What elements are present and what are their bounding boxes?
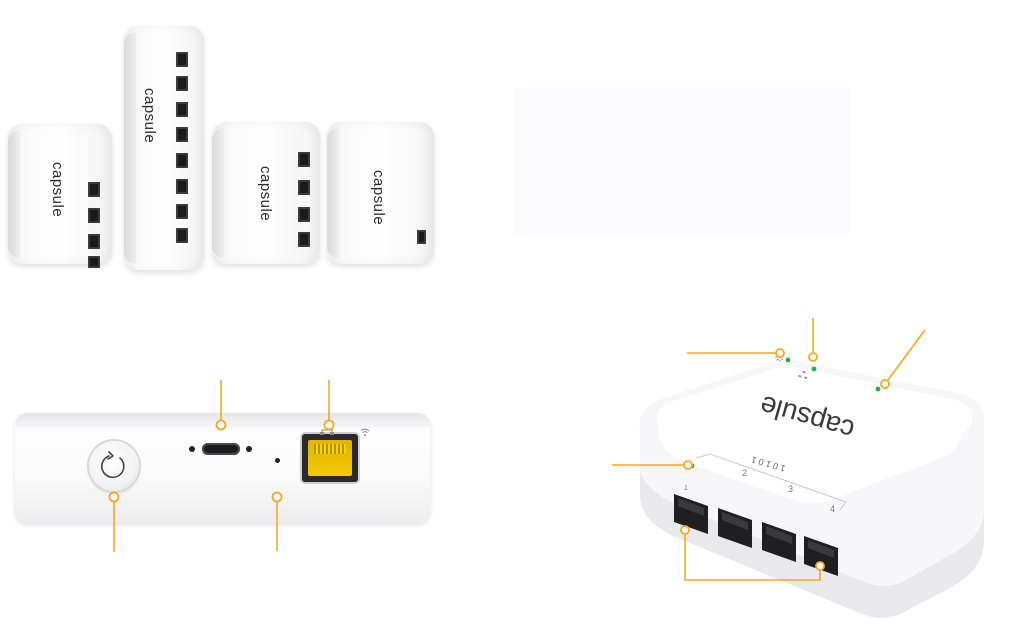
led-indicator-right [246, 446, 252, 452]
reset-pinhole [275, 458, 280, 463]
led-indicator-left [189, 446, 195, 452]
reset-arrow-icon [101, 451, 125, 479]
brand-label: capsule [141, 88, 158, 144]
led-port-status [689, 463, 695, 469]
port-number-1-label: 1 [684, 485, 688, 492]
front-view-device [15, 413, 430, 523]
usb-c-port [202, 443, 240, 455]
capsule-8port-switch: capsule [124, 26, 204, 270]
network-icon [320, 424, 334, 435]
brand-label: capsule [257, 166, 274, 222]
front-view-top-edge [15, 413, 430, 427]
network-icon [798, 370, 808, 380]
port-number-4-label: 4 [830, 504, 835, 514]
port-number-3-label: 3 [788, 484, 793, 494]
device-family-photo: capsule capsule capsule capsule [0, 0, 460, 290]
reset-button[interactable] [89, 441, 139, 491]
caption-panel [514, 88, 849, 235]
ethernet-port-1 [674, 494, 708, 534]
capsule-4port-switch: capsule [8, 124, 112, 268]
capsule-1port-adapter: capsule [327, 122, 434, 264]
capsule-4port-switch-b: capsule [212, 122, 320, 264]
angled-view-device: capsule 1 0 1 0 1 2 3 4 1 [639, 356, 984, 618]
port-number-2-label: 2 [742, 468, 747, 478]
led-power [875, 386, 881, 392]
led-network [811, 366, 817, 372]
wifi-icon [360, 428, 370, 436]
ethernet-port [302, 434, 358, 482]
brand-label: capsule [370, 170, 387, 226]
brand-label: capsule [49, 162, 66, 218]
led-wifi [785, 357, 791, 363]
